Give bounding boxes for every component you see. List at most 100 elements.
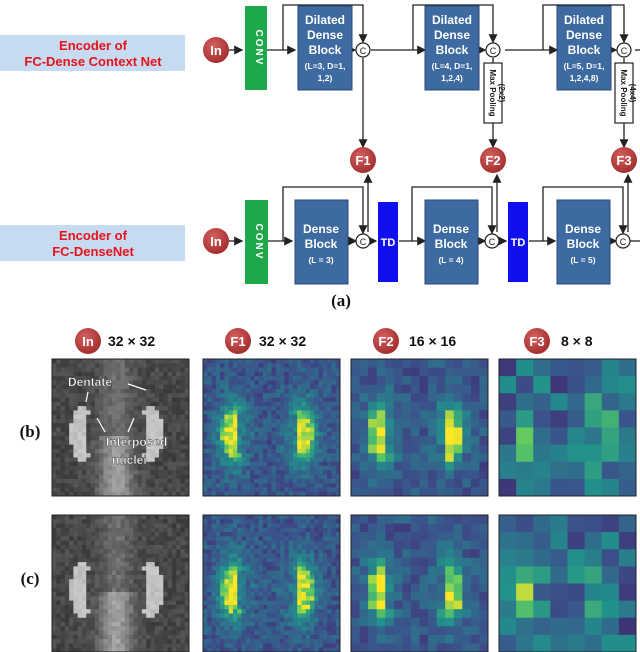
map-pixel bbox=[310, 647, 315, 652]
map-pixel bbox=[470, 549, 480, 559]
map-pixel bbox=[120, 523, 126, 529]
map-pixel bbox=[176, 643, 181, 649]
svg-text:Max Pooling: Max Pooling bbox=[619, 69, 628, 116]
map-pixel bbox=[284, 491, 290, 497]
map-pixel bbox=[322, 406, 328, 411]
map-pixel bbox=[310, 596, 315, 602]
map-pixel bbox=[305, 617, 311, 623]
map-pixel bbox=[267, 634, 272, 640]
map-pixel bbox=[402, 600, 412, 610]
map-pixel bbox=[284, 461, 290, 467]
map-pixel bbox=[107, 474, 113, 480]
map-pixel bbox=[73, 418, 79, 424]
map-pixel bbox=[215, 367, 221, 373]
map-pixel bbox=[245, 359, 251, 364]
map-pixel bbox=[146, 380, 151, 386]
map-pixel bbox=[385, 617, 395, 627]
map-pixel bbox=[237, 410, 242, 416]
map-pixel bbox=[207, 436, 212, 441]
map-pixel bbox=[107, 436, 113, 441]
map-pixel bbox=[292, 523, 298, 529]
map-pixel bbox=[245, 553, 251, 559]
map-pixel bbox=[310, 566, 315, 572]
map-pixel bbox=[262, 410, 268, 416]
map-pixel bbox=[211, 384, 217, 390]
map-pixel bbox=[301, 566, 307, 572]
map-pixel bbox=[111, 553, 117, 559]
map-pixel bbox=[64, 549, 70, 554]
map-pixel bbox=[154, 647, 160, 652]
map-pixel bbox=[129, 427, 134, 433]
map-pixel bbox=[111, 527, 117, 533]
map-pixel bbox=[331, 487, 337, 493]
map-pixel bbox=[215, 540, 221, 546]
map-pixel bbox=[224, 453, 230, 458]
map-pixel bbox=[52, 384, 57, 390]
map-pixel bbox=[171, 483, 177, 488]
map-pixel bbox=[220, 367, 225, 373]
map-pixel bbox=[267, 515, 272, 520]
map-pixel bbox=[129, 647, 134, 652]
map-pixel bbox=[52, 544, 57, 550]
map-pixel bbox=[154, 427, 160, 433]
map-pixel bbox=[275, 371, 281, 377]
map-pixel bbox=[262, 519, 268, 524]
map-pixel bbox=[410, 470, 420, 480]
map-pixel bbox=[215, 410, 221, 416]
map-pixel bbox=[314, 570, 319, 576]
map-pixel bbox=[211, 596, 217, 602]
map-pixel bbox=[159, 418, 164, 424]
map-pixel bbox=[90, 519, 96, 524]
map-pixel bbox=[111, 393, 117, 398]
map-pixel bbox=[69, 647, 74, 652]
map-pixel bbox=[86, 457, 91, 463]
map-pixel bbox=[410, 566, 420, 576]
map-pixel bbox=[90, 536, 96, 542]
map-pixel bbox=[550, 566, 568, 584]
map-pixel bbox=[146, 444, 151, 450]
map-pixel bbox=[284, 579, 290, 584]
map-pixel bbox=[228, 523, 234, 529]
map-pixel bbox=[90, 566, 96, 572]
map-pixel bbox=[203, 483, 208, 488]
map-pixel bbox=[94, 478, 100, 484]
map-pixel bbox=[228, 527, 234, 533]
map-pixel bbox=[171, 532, 177, 537]
map-pixel bbox=[419, 549, 429, 559]
map-pixel bbox=[94, 436, 100, 441]
map-pixel bbox=[453, 523, 463, 533]
map-pixel bbox=[133, 431, 139, 437]
map-pixel bbox=[99, 397, 104, 403]
map-pixel bbox=[232, 609, 238, 614]
map-pixel bbox=[310, 491, 315, 497]
map-pixel bbox=[224, 474, 230, 480]
map-pixel bbox=[103, 609, 109, 614]
map-pixel bbox=[224, 570, 230, 576]
map-pixel bbox=[141, 540, 147, 546]
map-pixel bbox=[94, 427, 100, 433]
map-pixel bbox=[52, 519, 57, 524]
map-pixel bbox=[393, 470, 403, 480]
map-pixel bbox=[393, 643, 403, 652]
map-pixel bbox=[297, 436, 302, 441]
concat-node: C bbox=[615, 233, 631, 249]
map-pixel bbox=[103, 427, 109, 433]
map-pixel bbox=[318, 566, 324, 572]
map-pixel bbox=[297, 630, 302, 636]
map-pixel bbox=[280, 592, 285, 597]
map-pixel bbox=[335, 549, 341, 554]
map-pixel bbox=[211, 470, 217, 475]
map-pixel bbox=[335, 393, 341, 398]
map-pixel bbox=[94, 643, 100, 649]
map-pixel bbox=[567, 634, 586, 652]
concat-node: C bbox=[355, 233, 371, 249]
map-pixel bbox=[224, 470, 230, 475]
map-pixel bbox=[280, 453, 285, 458]
map-pixel bbox=[228, 609, 234, 614]
map-pixel bbox=[103, 406, 109, 411]
map-pixel bbox=[133, 436, 139, 441]
map-pixel bbox=[618, 461, 637, 480]
map-pixel bbox=[301, 622, 307, 627]
map-pixel bbox=[90, 423, 96, 428]
map-pixel bbox=[241, 423, 247, 428]
